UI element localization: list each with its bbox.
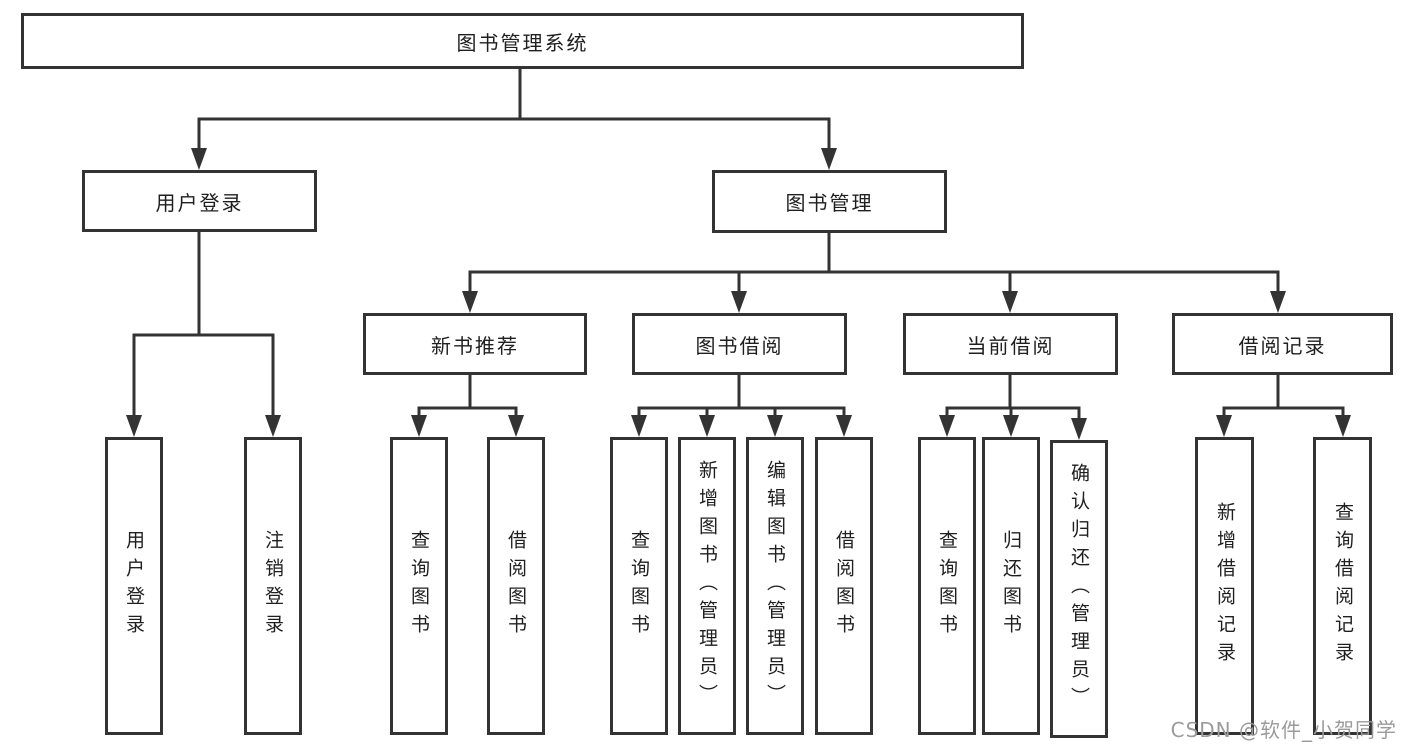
- connector-new-book-rec-to-leaves: [417, 375, 518, 417]
- leaf-records-query-borrow-record: 查询借阅记录: [1313, 437, 1372, 735]
- node-borrowing-records: 借阅记录: [1172, 313, 1393, 375]
- arrowheads: [126, 148, 1351, 440]
- leaf-recommend-borrow-books: 借阅图书: [487, 437, 545, 735]
- leaf-borrowing-edit-books-admin: 编辑图书（管理员）: [746, 437, 804, 735]
- leaf-logout-login: 注销登录: [244, 437, 302, 735]
- leaf-borrowing-borrow-books: 借阅图书: [815, 437, 873, 735]
- node-book-management: 图书管理: [712, 170, 947, 233]
- connector-current-borrowing-to-leaves: [945, 375, 1081, 420]
- node-library-management-system: 图书管理系统: [21, 13, 1024, 69]
- connector-root-to-level2: [197, 69, 831, 150]
- node-book-borrowing: 图书借阅: [632, 313, 847, 375]
- leaf-user-login: 用户登录: [105, 437, 163, 735]
- leaf-recommend-query-books: 查询图书: [390, 437, 448, 735]
- connector-user-login-to-leaves: [132, 232, 275, 417]
- leaf-borrowing-add-books-admin: 新增图书（管理员）: [678, 437, 736, 735]
- node-new-book-recommendation: 新书推荐: [363, 313, 587, 375]
- node-user-login: 用户登录: [82, 170, 317, 232]
- csdn-watermark: CSDN @软件_小贺同学: [1170, 718, 1397, 742]
- leaf-current-return-books: 归还图书: [982, 437, 1040, 735]
- node-current-borrowing: 当前借阅: [903, 313, 1118, 375]
- leaf-borrowing-query-books: 查询图书: [610, 437, 668, 735]
- connector-book-borrowing-to-leaves: [637, 375, 846, 417]
- connector-book-management-to-level3: [468, 233, 1280, 293]
- leaf-current-confirm-return-admin: 确认归还（管理员）: [1050, 440, 1108, 738]
- leaf-records-add-borrow-record: 新增借阅记录: [1195, 437, 1254, 735]
- leaf-current-query-books: 查询图书: [918, 437, 976, 735]
- connector-borrow-records-to-leaves: [1222, 375, 1345, 417]
